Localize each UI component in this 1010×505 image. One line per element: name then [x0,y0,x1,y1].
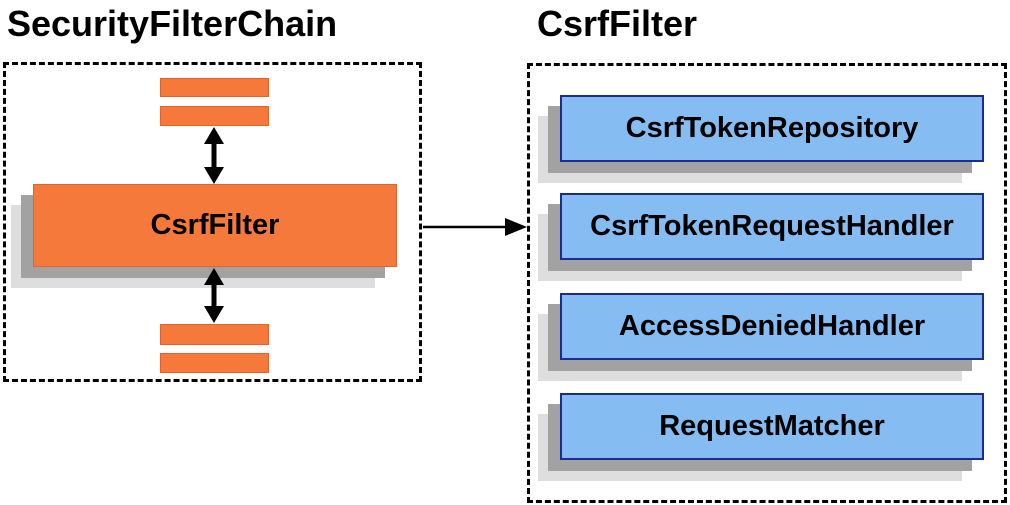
filter-bar-top-1 [160,78,269,97]
component-box-csrf-token-request-handler: CsrfTokenRequestHandler [560,193,984,260]
right-panel-title: CsrfFilter [537,3,698,44]
csrf-filter-box-label: CsrfFilter [150,209,280,241]
left-panel-title: SecurityFilterChain [7,3,338,44]
component-box-csrf-token-repository: CsrfTokenRepository [560,95,984,162]
bidirectional-arrow-bottom-icon [204,268,224,323]
component-box-access-denied-handler: AccessDeniedHandler [560,293,984,360]
bidirectional-arrow-top-icon [204,127,224,184]
filter-bar-top-2 [160,106,269,126]
component-label: AccessDeniedHandler [618,310,926,342]
connector-arrow-icon [423,218,527,236]
component-label: RequestMatcher [659,410,885,442]
component-label: CsrfTokenRepository [625,112,919,144]
csrf-filter-box: CsrfFilter [33,184,397,267]
security-filter-chain-boundary [3,62,422,382]
component-label: CsrfTokenRequestHandler [590,210,954,242]
filter-bar-bottom-2 [160,353,269,373]
csrf-filter-boundary [527,63,1007,503]
component-box-request-matcher: RequestMatcher [560,393,984,460]
filter-bar-bottom-1 [160,324,269,345]
